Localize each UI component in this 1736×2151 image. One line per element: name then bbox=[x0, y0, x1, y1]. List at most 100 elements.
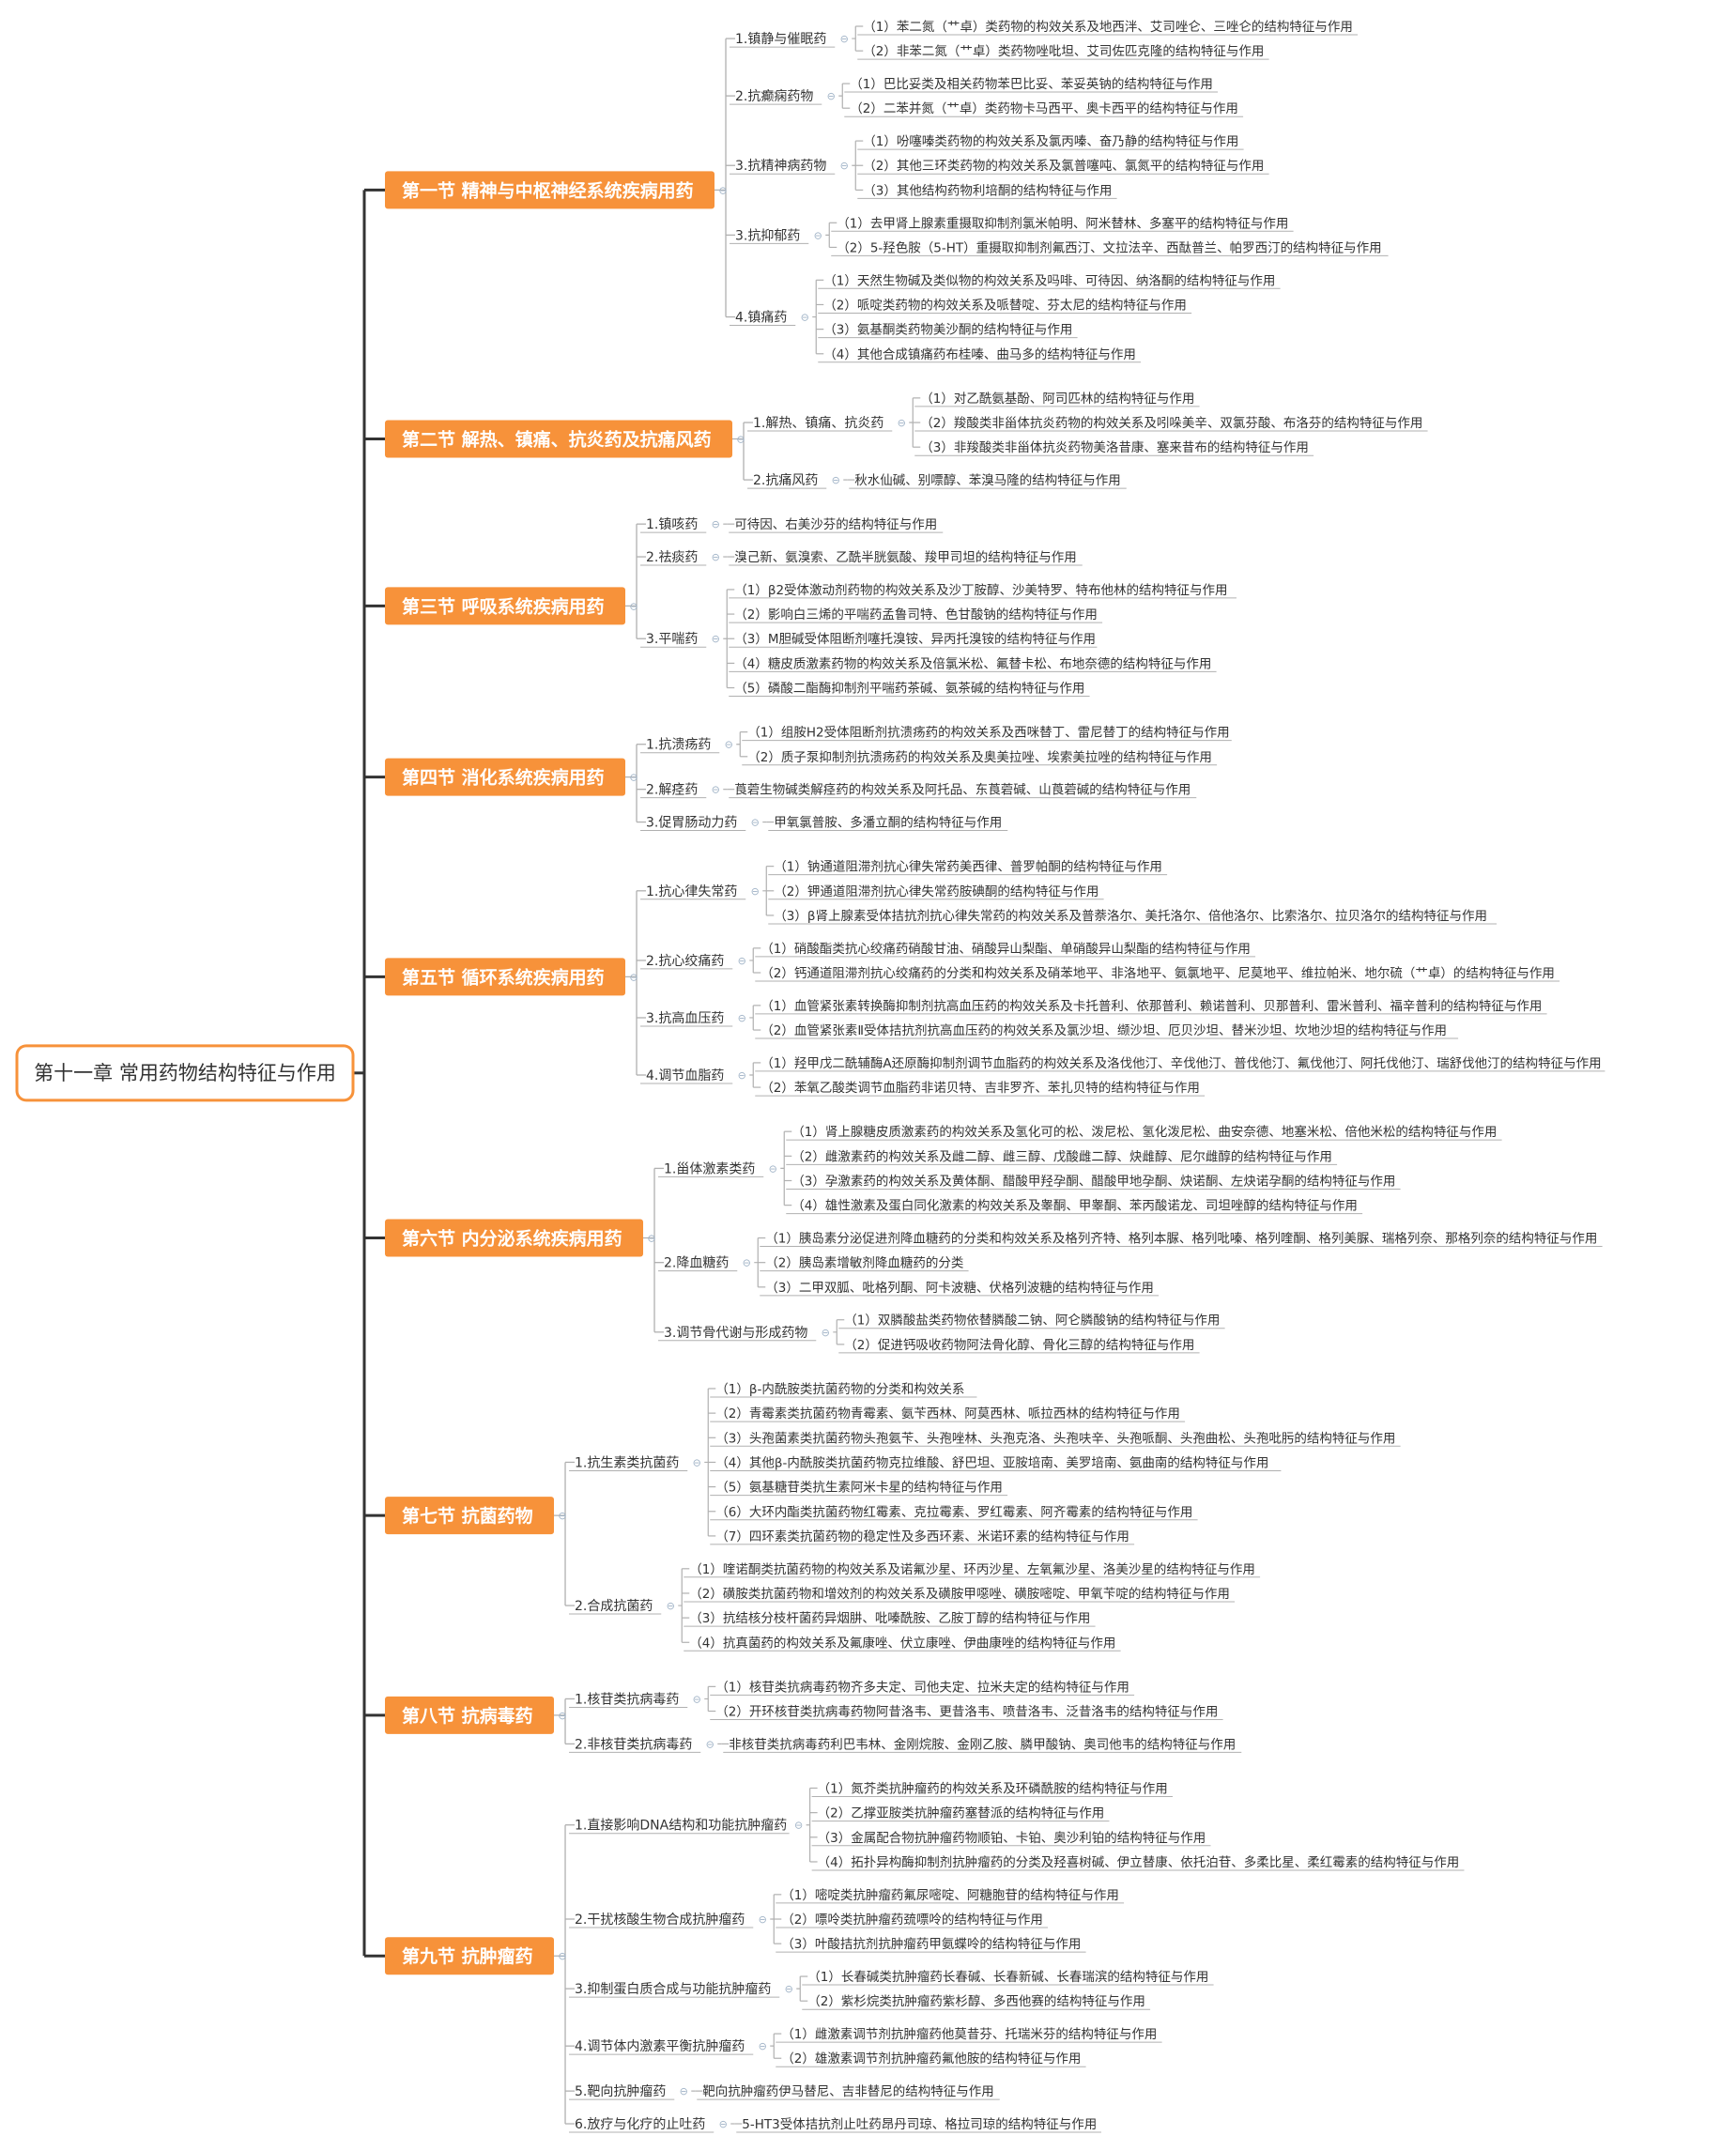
subtopic-collapse-icon[interactable]: ⊖ bbox=[840, 33, 849, 45]
subtopic-node[interactable]: 2.抗心绞痛药⊖ bbox=[646, 953, 746, 969]
leaf-node[interactable]: （3）β肾上腺素受体拮抗剂抗心律失常药的构效关系及普萘洛尔、美托洛尔、倍他洛尔、… bbox=[774, 909, 1487, 924]
subtopic-node[interactable]: 6.放疗与化疗的止吐药⊖ bbox=[575, 2117, 728, 2132]
leaf-node[interactable]: （2）雄激素调节剂抗肿瘤药氟他胺的结构特征与作用 bbox=[781, 2051, 1081, 2066]
leaf-node[interactable]: （3）抗结核分枝杆菌药异烟肼、吡嗪酰胺、乙胺丁醇的结构特征与作用 bbox=[689, 1610, 1090, 1626]
leaf-node[interactable]: （3）M胆碱受体阻断剂噻托溴铵、异丙托溴铵的结构特征与作用 bbox=[734, 631, 1096, 647]
leaf-node[interactable]: （3）叶酸拮抗剂抗肿瘤药甲氨蝶呤的结构特征与作用 bbox=[781, 1936, 1081, 1952]
subtopic-node[interactable]: 1.核苷类抗病毒药⊖ bbox=[575, 1692, 701, 1707]
leaf-node[interactable]: （2）羧酸类非甾体抗炎药物的构效关系及吲哚美辛、双氯芬酸、布洛芬的结构特征与作用 bbox=[920, 416, 1422, 431]
leaf-node[interactable]: （4）其他合成镇痛药布桂嗪、曲马多的结构特征与作用 bbox=[823, 346, 1136, 362]
subtopic-node[interactable]: 1.解热、镇痛、抗炎药⊖ bbox=[753, 415, 906, 431]
section-node[interactable]: 第八节 抗病毒药⊖ bbox=[385, 1696, 567, 1734]
subtopic-node[interactable]: 3.抗精神病药物⊖ bbox=[735, 159, 849, 174]
leaf-node[interactable]: （1）肾上腺糖皮质激素药的构效关系及氢化可的松、泼尼松、氢化泼尼松、曲安奈德、地… bbox=[791, 1124, 1497, 1140]
leaf-node[interactable]: （4）抗真菌药的构效关系及氟康唑、伏立康唑、伊曲康唑的结构特征与作用 bbox=[689, 1635, 1115, 1651]
subtopic-node[interactable]: 1.镇静与催眠药⊖ bbox=[735, 32, 849, 47]
subtopic-node[interactable]: 2.解痉药⊖ bbox=[646, 783, 720, 798]
section-collapse-icon[interactable]: ⊖ bbox=[647, 1233, 655, 1245]
leaf-node[interactable]: （2）5-羟色胺（5-HT）重摄取抑制剂氟西汀、文拉法辛、西酞普兰、帕罗西汀的结… bbox=[837, 239, 1381, 255]
leaf-node[interactable]: （1）核苷类抗病毒药物齐多夫定、司他夫定、拉米夫定的结构特征与作用 bbox=[715, 1679, 1129, 1695]
leaf-node[interactable]: （4）糖皮质激素药物的构效关系及倍氯米松、氟替卡松、布地奈德的结构特征与作用 bbox=[734, 656, 1211, 671]
subtopic-collapse-icon[interactable]: ⊖ bbox=[712, 633, 720, 645]
subtopic-node[interactable]: 3.抗抑郁药⊖ bbox=[735, 228, 822, 243]
leaf-node[interactable]: 可待因、右美沙芬的结构特征与作用 bbox=[734, 517, 937, 532]
leaf-node[interactable]: 溴己新、氨溴索、乙酰半胱氨酸、羧甲司坦的结构特征与作用 bbox=[734, 550, 1077, 565]
leaf-node[interactable]: （1）雌激素调节剂抗肿瘤药他莫昔芬、托瑞米芬的结构特征与作用 bbox=[781, 2026, 1157, 2042]
leaf-node[interactable]: （3）其他结构药物利培酮的结构特征与作用 bbox=[863, 183, 1112, 198]
subtopic-node[interactable]: 1.抗心律失常药⊖ bbox=[646, 884, 760, 899]
subtopic-collapse-icon[interactable]: ⊖ bbox=[719, 2118, 728, 2130]
subtopic-collapse-icon[interactable]: ⊖ bbox=[794, 1820, 803, 1832]
subtopic-node[interactable]: 2.抗癫痫药物⊖ bbox=[735, 88, 836, 104]
section-node[interactable]: 第四节 消化系统疾病用药⊖ bbox=[385, 758, 638, 796]
leaf-node[interactable]: （1）双膦酸盐类药物依替膦酸二钠、阿仑膦酸钠的结构特征与作用 bbox=[844, 1314, 1220, 1329]
section-collapse-icon[interactable]: ⊖ bbox=[629, 971, 638, 983]
section-node[interactable]: 第二节 解热、镇痛、抗炎药及抗痛风药⊖ bbox=[385, 420, 745, 458]
subtopic-node[interactable]: 2.非核苷类抗病毒药⊖ bbox=[575, 1737, 714, 1752]
leaf-node[interactable]: （2）雌激素药的构效关系及雌二醇、雌三醇、戊酸雌二醇、炔雌醇、尼尔雌醇的结构特征… bbox=[791, 1148, 1332, 1164]
section-node[interactable]: 第一节 精神与中枢神经系统疾病用药⊖ bbox=[385, 171, 728, 209]
subtopic-collapse-icon[interactable]: ⊖ bbox=[712, 518, 720, 530]
leaf-node[interactable]: （2）开环核苷类抗病毒药物阿昔洛韦、更昔洛韦、喷昔洛韦、泛昔洛韦的结构特征与作用 bbox=[715, 1705, 1218, 1720]
leaf-node[interactable]: （2）苯氧乙酸类调节血脂药非诺贝特、吉非罗齐、苯扎贝特的结构特征与作用 bbox=[760, 1081, 1200, 1096]
subtopic-node[interactable]: 1.直接影响DNA结构和功能抗肿瘤药⊖ bbox=[575, 1818, 803, 1834]
leaf-node[interactable]: （2）嘌呤类抗肿瘤药巯嘌呤的结构特征与作用 bbox=[781, 1912, 1043, 1928]
subtopic-node[interactable]: 4.镇痛药⊖ bbox=[735, 310, 809, 326]
subtopic-collapse-icon[interactable]: ⊖ bbox=[827, 90, 836, 102]
leaf-node[interactable]: （1）苯二氮（艹卓）类药物的构效关系及地西泮、艾司唑仑、三唑仑的结构特征与作用 bbox=[863, 20, 1353, 35]
section-collapse-icon[interactable]: ⊖ bbox=[558, 1710, 566, 1722]
subtopic-node[interactable]: 3.调节骨代谢与形成药物⊖ bbox=[664, 1326, 830, 1341]
leaf-node[interactable]: 靶向抗肿瘤药伊马替尼、吉非替尼的结构特征与作用 bbox=[702, 2083, 994, 2099]
leaf-node[interactable]: （1）嘧啶类抗肿瘤药氟尿嘧啶、阿糖胞苷的结构特征与作用 bbox=[781, 1887, 1119, 1903]
subtopic-collapse-icon[interactable]: ⊖ bbox=[822, 1327, 830, 1339]
root-topic[interactable]: 第十一章 常用药物结构特征与作用 bbox=[15, 1044, 355, 1102]
subtopic-collapse-icon[interactable]: ⊖ bbox=[898, 417, 906, 429]
subtopic-collapse-icon[interactable]: ⊖ bbox=[743, 1257, 751, 1269]
leaf-node[interactable]: （3）氨基酮类药物美沙酮的结构特征与作用 bbox=[823, 322, 1072, 338]
subtopic-node[interactable]: 3.促胃肠动力药⊖ bbox=[646, 816, 760, 831]
leaf-node[interactable]: （2）非苯二氮（艹卓）类药物唑吡坦、艾司佐匹克隆的结构特征与作用 bbox=[863, 44, 1264, 59]
leaf-node[interactable]: （1）组胺H2受体阻断剂抗溃疡药的构效关系及西咪替丁、雷尼替丁的结构特征与作用 bbox=[747, 726, 1229, 741]
subtopic-collapse-icon[interactable]: ⊖ bbox=[814, 229, 822, 241]
section-node[interactable]: 第九节 抗肿瘤药⊖ bbox=[385, 1937, 567, 1975]
leaf-node[interactable]: （1）β-内酰胺类抗菌药物的分类和构效关系 bbox=[715, 1382, 964, 1397]
subtopic-node[interactable]: 1.抗溃疡药⊖ bbox=[646, 738, 733, 753]
leaf-node[interactable]: （4）雄性激素及蛋白同化激素的构效关系及睾酮、甲睾酮、苯丙酸诺龙、司坦唑醇的结构… bbox=[791, 1198, 1358, 1214]
leaf-node[interactable]: （2）青霉素类抗菌药物青霉素、氨苄西林、阿莫西林、哌拉西林的结构特征与作用 bbox=[715, 1406, 1180, 1421]
subtopic-node[interactable]: 2.降血糖药⊖ bbox=[664, 1256, 751, 1271]
subtopic-collapse-icon[interactable]: ⊖ bbox=[751, 817, 760, 829]
subtopic-collapse-icon[interactable]: ⊖ bbox=[738, 1069, 746, 1082]
subtopic-node[interactable]: 2.合成抗菌药⊖ bbox=[575, 1599, 675, 1614]
leaf-node[interactable]: 莨菪生物碱类解痉药的构效关系及阿托品、东莨菪碱、山莨菪碱的结构特征与作用 bbox=[734, 783, 1191, 798]
leaf-node[interactable]: （2）磺胺类抗菌药物和增效剂的构效关系及磺胺甲噁唑、磺胺嘧啶、甲氧苄啶的结构特征… bbox=[689, 1587, 1230, 1602]
leaf-node[interactable]: 5-HT3受体拮抗剂止吐药昂丹司琼、格拉司琼的结构特征与作用 bbox=[742, 2117, 1097, 2132]
subtopic-node[interactable]: 1.抗生素类抗菌药⊖ bbox=[575, 1455, 701, 1470]
subtopic-node[interactable]: 4.调节血脂药⊖ bbox=[646, 1068, 746, 1083]
leaf-node[interactable]: 甲氧氯普胺、多潘立酮的结构特征与作用 bbox=[774, 815, 1002, 831]
subtopic-node[interactable]: 1.镇咳药⊖ bbox=[646, 517, 720, 532]
leaf-node[interactable]: （1）天然生物碱及类似物的构效关系及吗啡、可待因、纳洛酮的结构特征与作用 bbox=[823, 272, 1275, 288]
leaf-node[interactable]: （1）羟甲戊二酰辅酶A还原酶抑制剂调节血脂药的构效关系及洛伐他汀、辛伐他汀、普伐… bbox=[760, 1056, 1601, 1071]
leaf-node[interactable]: （1）β2受体激动剂药物的构效关系及沙丁胺醇、沙美特罗、特布他林的结构特征与作用 bbox=[734, 582, 1227, 598]
subtopic-collapse-icon[interactable]: ⊖ bbox=[759, 1913, 767, 1926]
section-collapse-icon[interactable]: ⊖ bbox=[558, 1510, 566, 1522]
subtopic-node[interactable]: 3.抗高血压药⊖ bbox=[646, 1010, 746, 1026]
leaf-node[interactable]: （1）喹诺酮类抗菌药物的构效关系及诺氟沙星、环丙沙星、左氧氟沙星、洛美沙星的结构… bbox=[689, 1562, 1255, 1577]
section-collapse-icon[interactable]: ⊖ bbox=[736, 433, 745, 445]
leaf-node[interactable]: （3）二甲双胍、吡格列酮、阿卡波糖、伏格列波糖的结构特征与作用 bbox=[765, 1281, 1154, 1296]
subtopic-collapse-icon[interactable]: ⊖ bbox=[712, 551, 720, 563]
leaf-node[interactable]: （2）促进钙吸收药物阿法骨化醇、骨化三醇的结构特征与作用 bbox=[844, 1337, 1194, 1353]
subtopic-collapse-icon[interactable]: ⊖ bbox=[693, 1693, 701, 1705]
leaf-node[interactable]: （2）影响白三烯的平喘药孟鲁司特、色甘酸钠的结构特征与作用 bbox=[734, 607, 1098, 622]
leaf-node[interactable]: （1）巴比妥类及相关药物苯巴比妥、苯妥英钠的结构特征与作用 bbox=[850, 76, 1213, 92]
section-collapse-icon[interactable]: ⊖ bbox=[629, 600, 638, 612]
leaf-node[interactable]: （1）氮芥类抗肿瘤药的构效关系及环磷酰胺的结构特征与作用 bbox=[818, 1780, 1168, 1796]
section-node[interactable]: 第六节 内分泌系统疾病用药⊖ bbox=[385, 1219, 656, 1257]
leaf-node[interactable]: （3）金属配合物抗肿瘤药物顺铂、卡铂、奥沙利铂的结构特征与作用 bbox=[818, 1830, 1206, 1846]
leaf-node[interactable]: （1）去甲肾上腺素重摄取抑制剂氯米帕明、阿米替林、多塞平的结构特征与作用 bbox=[837, 215, 1288, 231]
subtopic-node[interactable]: 3.抑制蛋白质合成与功能抗肿瘤药⊖ bbox=[575, 1981, 793, 1997]
leaf-node[interactable]: （1）对乙酰氨基酚、阿司匹林的结构特征与作用 bbox=[920, 391, 1194, 407]
leaf-node[interactable]: （4）拓扑异构酶抑制剂抗肿瘤药的分类及羟喜树碱、伊立替康、依托泊苷、多柔比星、柔… bbox=[818, 1854, 1460, 1870]
leaf-node[interactable]: （1）钠通道阻滞剂抗心律失常药美西律、普罗帕酮的结构特征与作用 bbox=[774, 860, 1162, 875]
subtopic-node[interactable]: 2.干扰核酸生物合成抗肿瘤药⊖ bbox=[575, 1912, 767, 1928]
